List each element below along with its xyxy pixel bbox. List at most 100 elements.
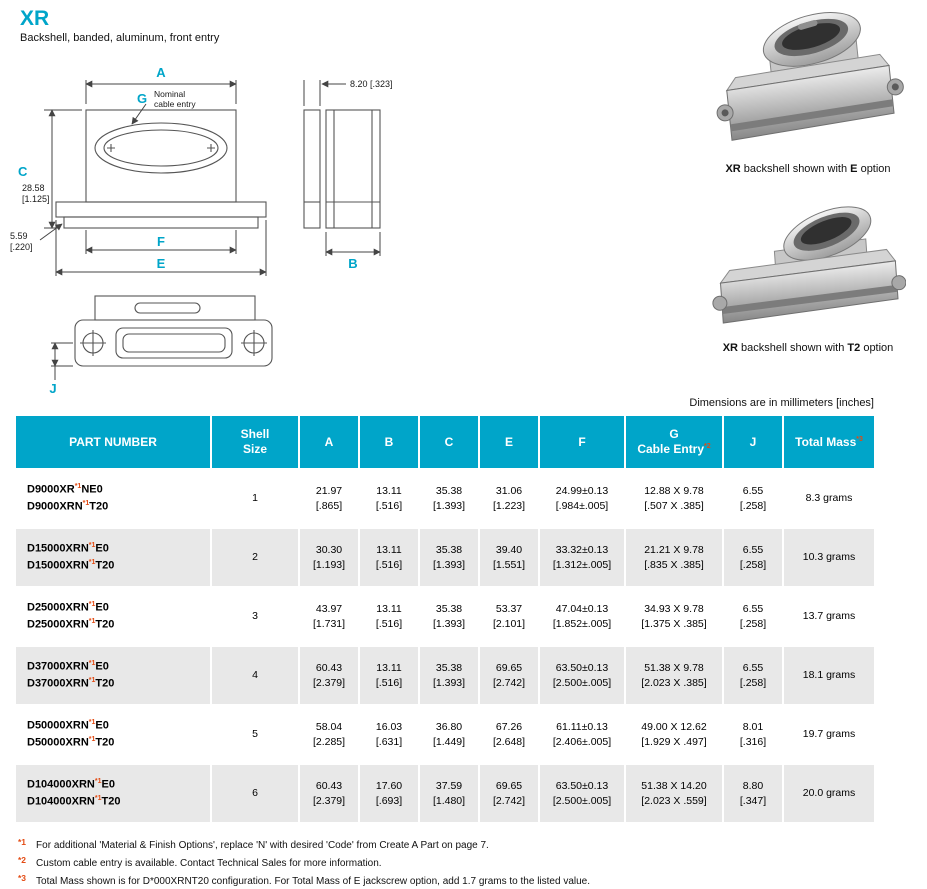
dim-label-j: J [49,381,56,396]
side-dim-text: 8.20 [.323] [350,79,393,89]
part-number-line1: D15000XRN*1E0 [27,541,109,555]
dim-a-cell: 60.43[2.379] [300,645,360,704]
shell-size-cell: 4 [212,645,300,704]
part-number-line1: D37000XRN*1E0 [27,659,109,673]
dim-e-cell: 69.65[2.742] [480,645,540,704]
product-photo-t2-option: XR backshell shown with T2 option [702,193,914,354]
part-number-cell: D50000XRN*1E0 D50000XRN*1T20 [16,704,212,763]
dim-e-cell: 69.65[2.742] [480,763,540,822]
dim-j-cell: 6.55[.258] [724,645,784,704]
cable-entry-cell: 12.88 X 9.78[.507 X .385] [626,468,724,527]
shell-size-cell: 1 [212,468,300,527]
dim-e-cell: 39.40[1.551] [480,527,540,586]
cable-entry-cell: 51.38 X 9.78[2.023 X .385] [626,645,724,704]
dim-lower-in: [.220] [10,242,33,252]
dim-a-cell: 43.97[1.731] [300,586,360,645]
backshell-photo-t2 [712,206,907,324]
total-mass-cell: 19.7 grams [784,704,874,763]
page-subtitle: Backshell, banded, aluminum, front entry [20,32,220,44]
caption-text: backshell shown with [737,342,848,354]
caption-part-name: XR [722,342,738,354]
part-number-line2: D50000XRN*1T20 [27,735,115,749]
part-number-line1: D104000XRN*1E0 [27,777,115,791]
dim-c-cell: 36.80[1.449] [420,704,480,763]
photo-caption-e: XR backshell shown with E option [702,163,914,175]
bottom-view-outline [74,295,273,367]
dimensions-note: Dimensions are in millimeters [inches] [689,397,874,409]
part-number-line2: D104000XRN*1T20 [27,794,121,808]
dimension-lines [39,80,381,380]
dim-b-cell: 16.03[.631] [360,704,420,763]
dim-c-cell: 35.38[1.393] [420,586,480,645]
header-dim-c: C [420,416,480,468]
shell-size-cell: 3 [212,586,300,645]
header-mass-footnote-marker: *3 [856,435,863,443]
g-note-line2: cable entry [154,99,196,109]
header-dim-a: A [300,416,360,468]
header-part-number: PART NUMBER [16,416,212,468]
header-g-line1: G [669,427,679,441]
header-dim-e: E [480,416,540,468]
part-number-cell: D25000XRN*1E0 D25000XRN*1T20 [16,586,212,645]
dim-f-cell: 63.50±0.13[2.500±.005] [540,645,626,704]
dim-j-cell: 6.55[.258] [724,468,784,527]
dim-b-cell: 13.11[.516] [360,645,420,704]
total-mass-cell: 20.0 grams [784,763,874,822]
part-number-line2: D15000XRN*1T20 [27,558,115,572]
header-total-mass: Total Mass*3 [784,416,874,468]
dim-b-cell: 17.60[.693] [360,763,420,822]
dim-b-cell: 13.11[.516] [360,586,420,645]
cable-entry-cell: 21.21 X 9.78[.835 X .385] [626,527,724,586]
header-g-footnote-marker: *2 [704,443,711,450]
shell-size-cell: 5 [212,704,300,763]
dim-j-cell: 6.55[.258] [724,586,784,645]
dim-lower-mm: 5.59 [10,231,28,241]
dim-f-cell: 47.04±0.13[1.852±.005] [540,586,626,645]
product-photo-e-option: XR backshell shown with E option [702,4,914,175]
part-number-cell: D37000XRN*1E0 D37000XRN*1T20 [16,645,212,704]
dim-label-c: C [18,164,28,179]
dim-c-cell: 35.38[1.393] [420,645,480,704]
caption-text: backshell shown with [740,163,851,175]
front-view-outline [55,109,267,229]
part-number-line1: D25000XRN*1E0 [27,600,109,614]
dim-b-cell: 13.11[.516] [360,527,420,586]
dim-c-cell: 35.38[1.393] [420,468,480,527]
caption-option: E [850,163,858,175]
dim-f-cell: 33.32±0.13[1.312±.005] [540,527,626,586]
header-shell-line1: Shell [240,427,270,441]
part-number-line2: D9000XRN*1T20 [27,499,109,513]
cable-entry-cell: 49.00 X 12.62[1.929 X .497] [626,704,724,763]
dim-label-e: E [157,256,166,271]
part-number-line2: D25000XRN*1T20 [27,617,115,631]
technical-drawing: A G Nominal cable entry C 28.58 [1.125] … [6,54,436,409]
dim-label-a: A [156,65,166,80]
total-mass-cell: 10.3 grams [784,527,874,586]
dim-a-cell: 21.97[.865] [300,468,360,527]
dim-f-cell: 63.50±0.13[2.500±.005] [540,763,626,822]
table-row: D104000XRN*1E0 D104000XRN*1T20 6 60.43[2… [16,763,874,822]
dim-c-mm: 28.58 [22,183,45,193]
dim-a-cell: 30.30[1.193] [300,527,360,586]
backshell-photo-e [716,12,904,141]
table-row: D15000XRN*1E0 D15000XRN*1T20 2 30.30[1.1… [16,527,874,586]
caption-option: T2 [847,342,861,354]
title-block: XR Backshell, banded, aluminum, front en… [20,7,220,45]
dim-c-cell: 35.38[1.393] [420,527,480,586]
dimension-drawing: A G Nominal cable entry C 28.58 [1.125] … [10,65,393,396]
side-view-outline [303,109,381,229]
dim-j-cell: 6.55[.258] [724,527,784,586]
table-row: D37000XRN*1E0 D37000XRN*1T20 4 60.43[2.3… [16,645,874,704]
page-title: XR [20,7,50,30]
header-shell-line2: Size [242,442,267,456]
dim-a-cell: 58.04[2.285] [300,704,360,763]
dim-label-f: F [157,234,165,249]
caption-tail: option [860,342,894,354]
part-number-line1: D50000XRN*1E0 [27,718,109,732]
